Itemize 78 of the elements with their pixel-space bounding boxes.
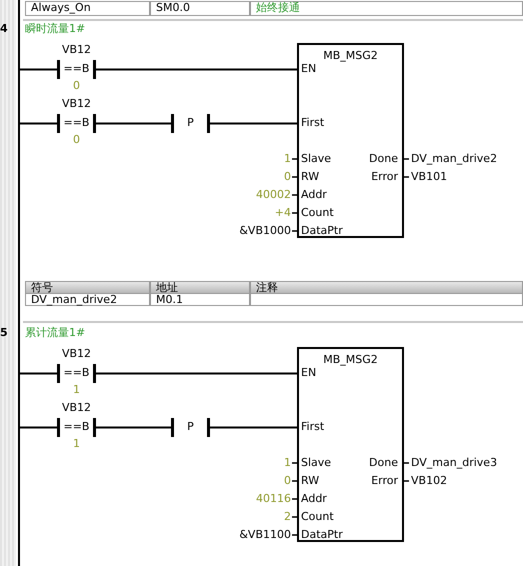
operand-label: VB12: [60, 401, 92, 415]
pin-label: Done: [369, 456, 398, 470]
pin-label: Done: [369, 152, 398, 166]
rung-line: [96, 122, 171, 124]
rung-line: [210, 122, 297, 124]
contact-symbol: [171, 418, 210, 437]
pin-label: EN: [301, 366, 316, 380]
pin-label: Addr: [301, 492, 327, 506]
contact-symbol: [57, 114, 96, 133]
block-title: MB_MSG2: [322, 353, 379, 367]
input-value: 40116: [256, 492, 291, 506]
rung-line: [20, 372, 57, 374]
compare-value: 1: [72, 437, 81, 451]
contact-label: ==B: [62, 62, 90, 76]
table-header-cell: 注释: [250, 281, 523, 294]
compare-value: 1: [72, 383, 81, 397]
contact-symbol: [57, 60, 96, 79]
pin-label: Count: [301, 510, 334, 524]
pin-label: EN: [301, 62, 316, 76]
output-value: VB101: [411, 170, 448, 184]
compare-value: 0: [72, 79, 81, 93]
input-value: 0: [284, 170, 291, 184]
pin-label: Slave: [301, 152, 332, 166]
pin-label: DataPtr: [301, 224, 343, 238]
pin-label: First: [301, 116, 324, 130]
table-header-cell: 地址: [150, 281, 250, 294]
contact-symbol: [57, 364, 96, 383]
network-title: 累计流量1#: [25, 326, 86, 340]
table-cell: DV_man_drive2: [25, 293, 150, 306]
network-number: 4: [0, 22, 8, 36]
input-value: +4: [274, 206, 291, 220]
operand-label: VB12: [60, 43, 92, 57]
function-block: [297, 43, 404, 238]
contact-label: ==B: [62, 366, 90, 380]
input-value: 2: [284, 510, 291, 524]
output-value: DV_man_drive2: [411, 152, 498, 166]
operand-label: VB12: [60, 97, 92, 111]
rung-line: [20, 68, 57, 70]
pin-label: Count: [301, 206, 334, 220]
contact-label: P: [186, 116, 195, 130]
pin-label: Error: [371, 474, 398, 488]
input-value: &VB1000: [239, 224, 291, 238]
table-header-cell: 符号: [25, 281, 150, 294]
operand-label: VB12: [60, 347, 92, 361]
network-title: 瞬时流量1#: [25, 22, 86, 36]
input-value: 40002: [256, 188, 291, 202]
table-cell: M0.1: [150, 293, 250, 306]
compare-value: 0: [72, 133, 81, 147]
network-number: 5: [0, 326, 8, 340]
contact-symbol: [171, 114, 210, 133]
rung-line: [96, 426, 171, 428]
output-value: VB102: [411, 474, 448, 488]
pin-label: Slave: [301, 456, 332, 470]
pin-label: DataPtr: [301, 528, 343, 542]
rung-line: [210, 426, 297, 428]
table-cell: Always_On: [25, 1, 150, 16]
contact-symbol: [57, 418, 96, 437]
input-value: 1: [284, 456, 291, 470]
pin-label: RW: [301, 474, 320, 488]
input-value: 1: [284, 152, 291, 166]
contact-label: P: [186, 420, 195, 434]
pin-label: First: [301, 420, 324, 434]
rung-line: [20, 122, 57, 124]
block-title: MB_MSG2: [322, 49, 379, 63]
table-cell: SM0.0: [150, 1, 250, 16]
output-value: DV_man_drive3: [411, 456, 498, 470]
contact-label: ==B: [62, 116, 90, 130]
table-cell: 始终接通: [250, 1, 523, 16]
input-value: &VB1100: [239, 528, 291, 542]
rung-line: [20, 426, 57, 428]
rung-line: [96, 68, 297, 70]
contact-label: ==B: [62, 420, 90, 434]
input-value: 0: [284, 474, 291, 488]
pin-label: Addr: [301, 188, 327, 202]
function-block: [297, 347, 404, 542]
pin-label: Error: [371, 170, 398, 184]
pin-label: RW: [301, 170, 320, 184]
rung-line: [96, 372, 297, 374]
